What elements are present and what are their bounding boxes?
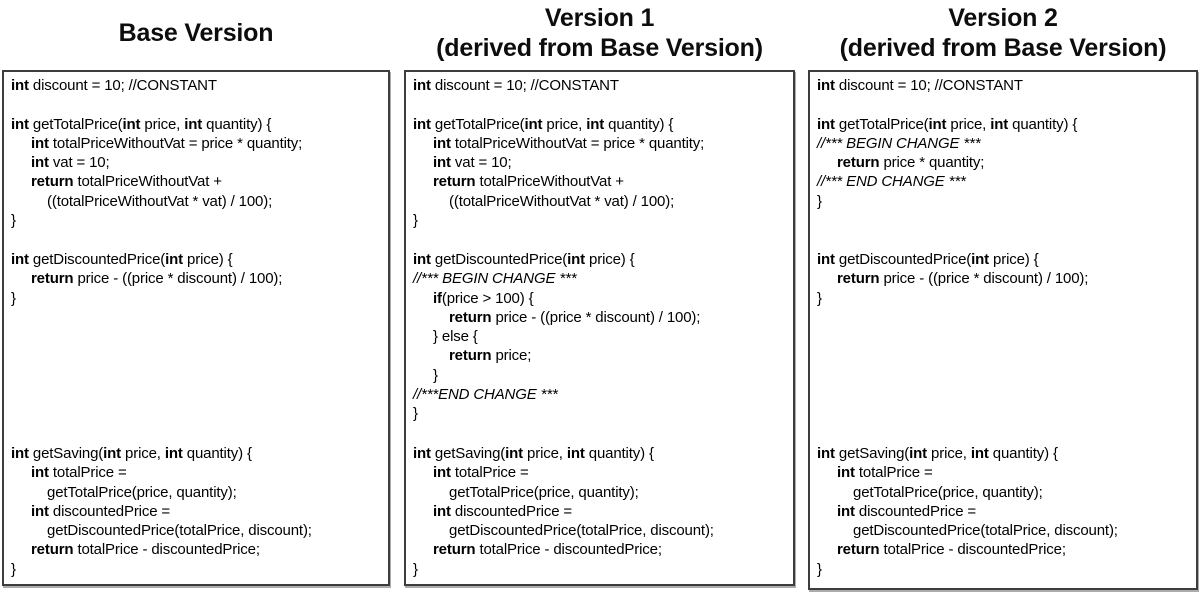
code-line: getDiscountedPrice(totalPrice, discount)… — [449, 522, 714, 540]
panel-title-line: (derived from Base Version) — [436, 34, 763, 62]
code-line: int vat = 10; — [433, 154, 512, 172]
code-line: int totalPriceWithoutVat = price * quant… — [31, 134, 303, 152]
code-line: return totalPrice - discountedPrice; — [31, 541, 260, 559]
code-line: getDiscountedPrice(totalPrice, discount)… — [853, 522, 1118, 540]
code-line: } — [433, 366, 438, 384]
panel-title-line: (derived from Base Version) — [839, 34, 1167, 62]
code-line: int getTotalPrice(int price, int quantit… — [11, 115, 272, 133]
code-line: int getTotalPrice(int price, int quantit… — [413, 115, 674, 133]
code-line: int getSaving(int price, int quantity) { — [817, 445, 1058, 462]
code-line: return price - ((price * discount) / 100… — [31, 270, 283, 288]
code-line: //*** BEGIN CHANGE *** — [817, 134, 981, 152]
code-line: //***END CHANGE *** — [413, 386, 558, 404]
code-line: getDiscountedPrice(totalPrice, discount)… — [47, 522, 312, 540]
code-line: int getDiscountedPrice(int price) { — [11, 251, 233, 268]
code-line: int discount = 10; //CONSTANT — [413, 77, 619, 94]
code-block-getdiscountedprice: int getDiscountedPrice(int price) { retur… — [810, 250, 1196, 308]
code-line: return totalPriceWithoutVat + — [31, 173, 222, 191]
panel-title-base-version: Base Version — [2, 0, 390, 66]
code-line — [406, 95, 793, 114]
code-line: } — [817, 289, 822, 307]
code-line: getTotalPrice(price, quantity); — [47, 483, 237, 501]
code-block-getdiscountedprice: int getDiscountedPrice(int price) { //***… — [406, 250, 793, 424]
code-line: int discountedPrice = — [837, 502, 977, 520]
code-line: } — [413, 212, 418, 230]
code-line: return totalPrice - discountedPrice; — [433, 541, 662, 559]
panel-title-version-1: Version 1 (derived from Base Version) — [404, 0, 795, 66]
code-line: } — [11, 289, 16, 307]
code-line: int totalPriceWithoutVat = price * quant… — [433, 134, 705, 152]
code-line: int getTotalPrice(int price, int quantit… — [817, 115, 1078, 133]
code-line: } — [817, 192, 822, 210]
panel-title-line: Version 1 — [544, 4, 655, 32]
code-line: int getDiscountedPrice(int price) { — [413, 251, 635, 268]
code-block-declarations-gettotalprice: int discount = 10; //CONSTANT int getTot… — [4, 76, 388, 230]
code-line: //*** END CHANGE *** — [817, 173, 966, 191]
panel-title-line: Version 2 — [948, 4, 1058, 32]
code-line: int vat = 10; — [31, 154, 110, 172]
code-line: return price - ((price * discount) / 100… — [837, 270, 1089, 288]
code-box-version-1: int discount = 10; //CONSTANT int getTot… — [404, 70, 795, 586]
code-line: if(price > 100) { — [433, 289, 534, 307]
code-line: int discount = 10; //CONSTANT — [11, 77, 217, 94]
code-line: int getSaving(int price, int quantity) { — [413, 445, 654, 462]
code-block-getsaving: int getSaving(int price, int quantity) {… — [406, 444, 793, 579]
code-block-getsaving: int getSaving(int price, int quantity) {… — [4, 444, 388, 579]
code-line: return totalPriceWithoutVat + — [433, 173, 624, 191]
panel-title-version-2: Version 2 (derived from Base Version) — [808, 0, 1198, 66]
code-line: int discountedPrice = — [31, 502, 171, 520]
code-line: int totalPrice = — [837, 464, 933, 482]
code-line: //*** BEGIN CHANGE *** — [413, 270, 577, 288]
code-line: int totalPrice = — [433, 464, 529, 482]
code-line: } — [817, 560, 822, 578]
code-block-getsaving: int getSaving(int price, int quantity) {… — [810, 444, 1196, 579]
panel-title-line: Base Version — [118, 19, 274, 47]
code-line: int totalPrice = — [31, 464, 127, 482]
code-block-declarations-gettotalprice: int discount = 10; //CONSTANT int getTot… — [810, 76, 1196, 211]
code-line: getTotalPrice(price, quantity); — [853, 483, 1043, 501]
code-line — [810, 95, 1196, 114]
code-line: } — [11, 560, 16, 578]
code-line: } — [413, 560, 418, 578]
code-line: return price * quantity; — [837, 154, 985, 172]
code-line: int getDiscountedPrice(int price) { — [817, 251, 1039, 268]
code-line: ((totalPriceWithoutVat * vat) / 100); — [47, 192, 273, 210]
code-line: return totalPrice - discountedPrice; — [837, 541, 1066, 559]
code-box-base-version: int discount = 10; //CONSTANT int getTot… — [2, 70, 390, 586]
code-line: int discountedPrice = — [433, 502, 573, 520]
code-line: } — [413, 405, 418, 423]
code-line — [4, 95, 388, 114]
code-block-declarations-gettotalprice: int discount = 10; //CONSTANT int getTot… — [406, 76, 793, 230]
code-line: } — [11, 212, 16, 230]
code-line: ((totalPriceWithoutVat * vat) / 100); — [449, 192, 675, 210]
code-block-getdiscountedprice: int getDiscountedPrice(int price) { retur… — [4, 250, 388, 308]
code-line: int discount = 10; //CONSTANT — [817, 77, 1023, 94]
code-line: getTotalPrice(price, quantity); — [449, 483, 639, 501]
code-line: int getSaving(int price, int quantity) { — [11, 445, 252, 462]
code-line: return price; — [449, 347, 532, 365]
code-line: } else { — [433, 328, 478, 346]
code-box-version-2: int discount = 10; //CONSTANT int getTot… — [808, 70, 1198, 590]
code-line: return price - ((price * discount) / 100… — [449, 308, 701, 326]
